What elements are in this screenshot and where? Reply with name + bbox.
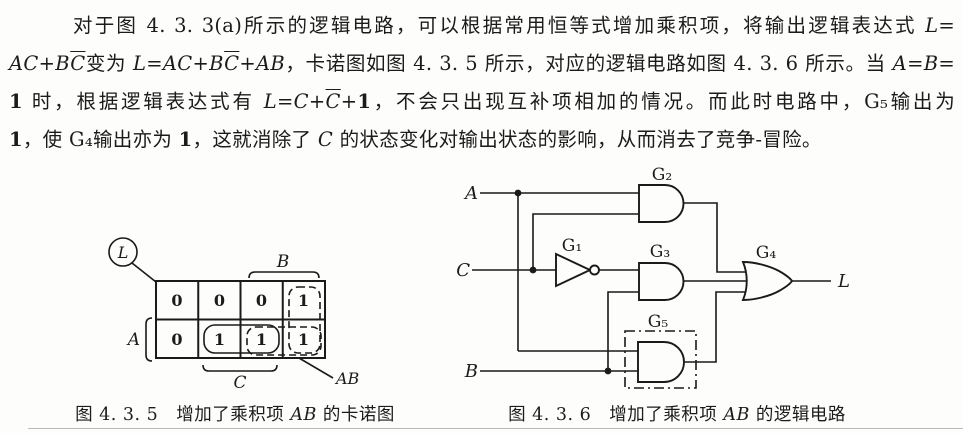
text-segment: B [209, 52, 225, 75]
text-segment: ，卡诺图如图 4. 3. 5 所示，对应的逻辑电路如图 4. 3. 6 所示。当 [285, 52, 893, 75]
text-segment: C [317, 128, 334, 151]
kmap-loop-bcbar [288, 286, 321, 354]
text-segment: 的逻辑电路 [749, 405, 846, 425]
kmap-col-b-label: B [276, 252, 290, 272]
kmap-row-a-label: A [126, 330, 140, 350]
not-gate-g1 [555, 252, 593, 288]
kmap-loop-ac [203, 324, 280, 354]
circuit-caption: 图 4. 3. 6 增加了乘积项 AB 的逻辑电路 [467, 401, 887, 426]
and-gate-g5 [637, 341, 685, 383]
kmap-cell: 1 [214, 330, 225, 349]
text-segment: L [925, 14, 939, 37]
junction-dots [514, 189, 612, 375]
text-segment: 变为 [85, 52, 133, 75]
kmap-cell: 0 [256, 291, 267, 310]
text-segment: AC [162, 52, 193, 75]
paragraph-line: AC+BC变为 L=AC+BC+AB，卡诺图如图 4. 3. 5 所示，对应的逻… [9, 45, 955, 83]
text-segment: = [146, 52, 163, 75]
gate-g4-label: G₄ [756, 243, 777, 263]
kmap-cell: 1 [256, 330, 267, 349]
kmap-figure: L B A C AB 0 0 0 1 0 1 1 1 [108, 237, 360, 392]
kmap-bracket-b [248, 271, 320, 279]
text-segment: 图 4. 3. 5 增加了乘积项 [75, 405, 291, 425]
text-segment: 对于图 4. 3. 3(a)所示的逻辑电路，可以根据常用恒等式增加乘积项，将输出… [73, 14, 926, 37]
kmap-output-leader [131, 262, 157, 283]
text-segment: AC [9, 52, 39, 75]
kmap-bracket-a [145, 317, 153, 362]
gate-g1-label: G₁ [562, 236, 582, 256]
input-c-label: C [456, 260, 470, 281]
circuit-wires [472, 192, 831, 372]
text-segment: 的卡诺图 [316, 405, 395, 425]
text-segment: A [892, 52, 908, 75]
input-a-label: A [463, 183, 478, 204]
text-segment: = [938, 52, 955, 75]
body-paragraph: 对于图 4. 3. 3(a)所示的逻辑电路，可以根据常用恒等式增加乘积项，将输出… [9, 7, 955, 159]
wire-g5-to-g4 [683, 291, 746, 363]
text-segment: AB [256, 52, 286, 75]
text-segment: 1 [9, 90, 23, 113]
kmap-caption: 图 4. 3. 5 增加了乘积项 AB 的卡诺图 [40, 401, 430, 426]
text-segment: = [277, 90, 294, 113]
circuit-figure: A C B L G₂ G₁ G₃ G₄ G₅ [456, 165, 850, 389]
or-gate-g4 [741, 261, 794, 301]
text-segment: + [192, 52, 210, 75]
not-gate-g1-bubble [589, 264, 600, 276]
kmap-grid [155, 280, 326, 359]
kmap-cell: 0 [171, 330, 182, 349]
and-gate-g2 [638, 184, 685, 223]
text-segment: 图 4. 3. 6 增加了乘积项 [508, 405, 724, 425]
paragraph-line: 1，使 G₄输出亦为 1，这就消除了 C 的状态变化对输出状态的影响，从而消去了… [9, 121, 955, 159]
wire-g2-to-g4 [684, 202, 746, 273]
wire-b-to-g3 [607, 291, 639, 371]
kmap-ab-leader [298, 357, 334, 379]
text-segment: AB [723, 405, 750, 425]
text-segment: 的状态变化对输出状态的影响，从而消去了竞争-冒险。 [333, 128, 822, 151]
kmap-cell: 1 [298, 330, 309, 349]
kmap-loop-ab [246, 326, 322, 356]
kmap-ab-label: AB [334, 369, 360, 388]
paragraph-line: 对于图 4. 3. 3(a)所示的逻辑电路，可以根据常用恒等式增加乘积项，将输出… [9, 7, 955, 45]
kmap-cell: 0 [214, 291, 225, 310]
kmap-output-label: L [117, 243, 129, 262]
text-segment: C [325, 90, 341, 113]
gate-g2-label: G₂ [652, 165, 672, 185]
paragraph-line: 1 时，根据逻辑表达式有 L=C+C+1，不会只出现互补项相加的情况。而此时电路… [9, 83, 955, 121]
kmap-col-c-label: C [233, 373, 246, 392]
text-segment: 1 [9, 128, 23, 151]
and-gate-g3 [638, 262, 685, 301]
text-segment: = [938, 14, 955, 37]
text-segment: 1 [178, 128, 193, 151]
text-segment: = [907, 52, 924, 75]
output-l-label: L [837, 271, 850, 292]
text-segment: L [133, 52, 147, 75]
page-bottom-rule [28, 428, 963, 429]
text-segment: L [263, 90, 277, 113]
text-segment: 时，根据逻辑表达式有 [22, 90, 264, 113]
input-b-label: B [464, 361, 478, 382]
text-segment: ，不会只出现互补项相加的情况。而此时电路中，G₅输出为 [371, 90, 955, 113]
text-segment: C [293, 90, 309, 113]
kmap-cell: 1 [298, 291, 309, 310]
text-segment: + [308, 90, 326, 113]
gate-g3-label: G₃ [650, 242, 670, 262]
text-segment: 1 [357, 90, 372, 113]
wire-c-to-g2 [532, 213, 639, 270]
kmap-cell: 0 [171, 291, 182, 310]
gate-g5-label: G₅ [648, 312, 669, 332]
kmap-output-circle [108, 237, 138, 267]
text-segment: B [55, 52, 71, 75]
text-segment: ，使 G₄输出亦为 [22, 128, 179, 151]
text-segment: AB [290, 405, 317, 425]
kmap-cells: 0 0 0 1 0 1 1 1 [171, 291, 309, 349]
text-segment: C [224, 52, 240, 75]
text-segment: + [38, 52, 56, 75]
g5-highlight-box [624, 330, 697, 389]
text-segment: C [70, 52, 86, 75]
text-segment: + [340, 90, 358, 113]
text-segment: + [239, 52, 257, 75]
kmap-bracket-c [202, 364, 278, 372]
text-segment: ，这就消除了 [192, 128, 318, 151]
text-segment: B [923, 52, 939, 75]
